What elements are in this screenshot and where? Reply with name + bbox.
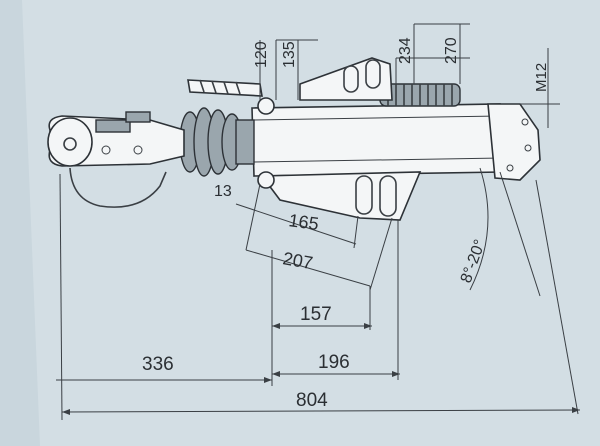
breakaway-cable	[69, 167, 167, 208]
dim-13: 13	[214, 183, 232, 200]
dimension-lines	[56, 23, 581, 421]
dim-196: 196	[318, 352, 350, 373]
upper-pin	[257, 97, 275, 115]
drawbar-assembly	[47, 57, 541, 221]
dim-270: 270	[443, 37, 460, 64]
coupling-head	[47, 111, 185, 167]
upper-bracket	[299, 57, 393, 101]
lower-pin	[257, 171, 275, 189]
drawbar-tube	[251, 103, 503, 177]
dim-m12: M12	[533, 63, 550, 92]
dim-804: 804	[296, 390, 328, 411]
dim-336: 336	[142, 354, 174, 375]
dim-135: 135	[281, 41, 298, 68]
dim-120: 120	[253, 41, 270, 68]
dim-157: 157	[300, 304, 332, 325]
dim-165: 165	[287, 210, 320, 234]
rubber-bellows	[179, 107, 255, 177]
dim-234: 234	[397, 37, 414, 64]
